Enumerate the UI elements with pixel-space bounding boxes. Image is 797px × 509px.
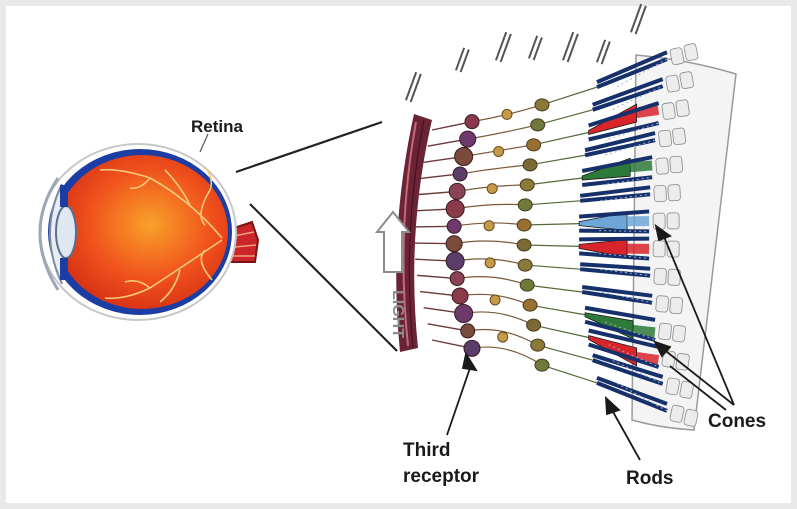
zoom-line-bottom (250, 204, 397, 351)
retina-label: Retina (191, 117, 243, 137)
lens (56, 206, 76, 258)
light-label: LIGHT (389, 290, 406, 338)
eyeball (40, 144, 258, 320)
cones-label: Cones (708, 411, 766, 433)
rods-label: Rods (626, 468, 674, 490)
zoom-line-top (236, 122, 382, 172)
third-receptor-label: Third receptor (403, 438, 479, 490)
third-receptor-line2: receptor (403, 464, 479, 490)
third-receptor-line1: Third (403, 438, 479, 464)
retina-section: LIGHT (377, 4, 736, 430)
globe (56, 155, 228, 309)
